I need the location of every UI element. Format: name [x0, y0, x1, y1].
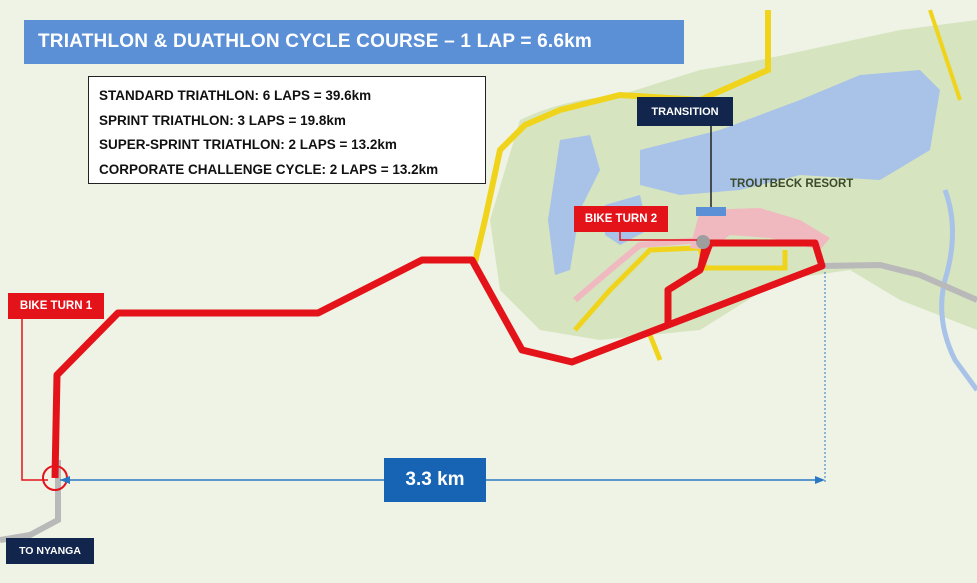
to-nyanga-label: TO NYANGA [6, 538, 94, 564]
lake-water-large [640, 70, 940, 195]
transition-label: TRANSITION [637, 97, 733, 126]
bike-turn-2-point [696, 235, 710, 249]
title-banner: TRIATHLON & DUATHLON CYCLE COURSE – 1 LA… [24, 20, 684, 64]
distance-arrow-left [60, 476, 70, 484]
resort-label: TROUTBECK RESORT [730, 178, 854, 190]
distance-arrow-right [815, 476, 825, 484]
lake-water [548, 135, 600, 275]
lap-line-sprint: SPRINT TRIATHLON: 3 LAPS = 19.8km [99, 112, 346, 128]
bike-turn-2-label: BIKE TURN 2 [574, 206, 668, 232]
lap-line-super-sprint: SUPER-SPRINT TRIATHLON: 2 LAPS = 13.2km [99, 137, 397, 152]
distance-label: 3.3 km [384, 458, 486, 502]
river [939, 189, 977, 392]
lap-line-corporate: CORPORATE CHALLENGE CYCLE: 2 LAPS = 13.2… [99, 161, 439, 177]
transition-marker [696, 207, 726, 216]
bike-turn-1-label: BIKE TURN 1 [8, 293, 104, 319]
lap-line-standard: STANDARD TRIATHLON: 6 LAPS = 39.6km [99, 88, 372, 103]
cycle-course-resort-loop [697, 244, 708, 271]
laps-box: STANDARD TRIATHLON: 6 LAPS = 39.6km SPRI… [88, 76, 486, 184]
yellow-road-north [472, 10, 771, 263]
resort-path [573, 237, 701, 303]
bike-turn-2-pointer [619, 232, 697, 241]
bike-turn-1-pointer [21, 318, 48, 481]
yellow-road-east [928, 9, 962, 101]
grey-road-east [821, 261, 977, 303]
